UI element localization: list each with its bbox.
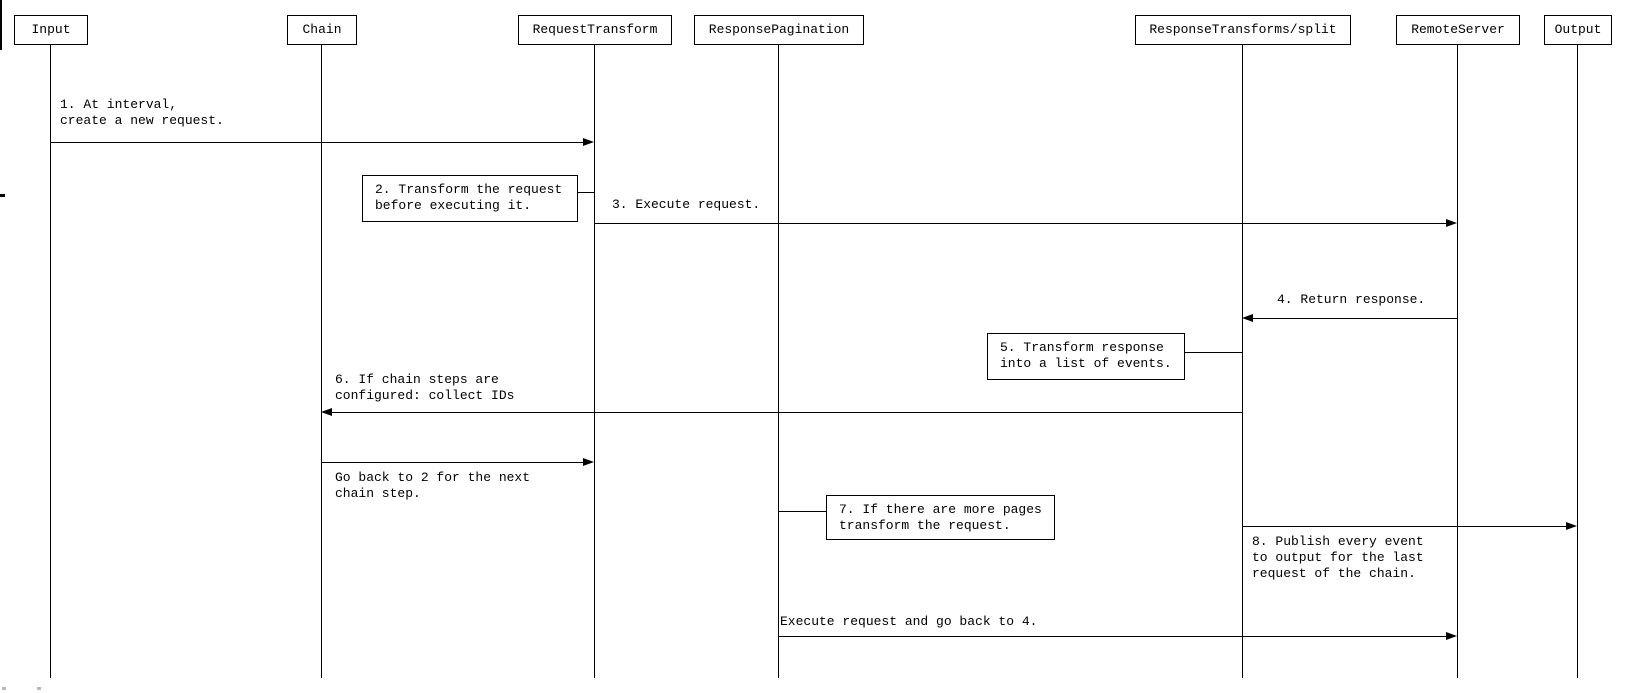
message-3-arrowhead-icon — [1446, 219, 1457, 227]
message-4-line-1: 4. Return response. — [1277, 292, 1426, 307]
bottom-left-artifact — [2, 687, 6, 690]
lifeline-line-input — [50, 45, 51, 678]
message-8-label: 8. Publish every event to output for the… — [1252, 534, 1424, 582]
message-8-line-2: to output for the last — [1252, 550, 1424, 565]
note-5: 5. Transform response into a list of eve… — [987, 333, 1185, 380]
lifeline-line-response-transforms-split — [1242, 45, 1243, 678]
message-7-line-2: chain step. — [335, 486, 421, 501]
message-1-line-1: 1. At interval, — [60, 97, 178, 112]
lifeline-line-remote-server — [1457, 45, 1458, 678]
bottom-left-artifact — [37, 687, 41, 690]
message-6-arrow — [332, 412, 1242, 413]
note-7: 7. If there are more pages transform the… — [826, 495, 1055, 540]
message-9-line-1: Execute request and go back to 4. — [780, 614, 1038, 629]
message-7-arrowhead-icon — [583, 458, 594, 466]
message-8-arrow — [1242, 526, 1566, 527]
lifeline-line-request-transform — [594, 45, 595, 678]
note-7-connector — [778, 511, 826, 512]
lifeline-header-remote-server: RemoteServer — [1396, 15, 1520, 45]
lifeline-header-response-pagination: ResponsePagination — [694, 15, 864, 45]
message-8-line-1: 8. Publish every event — [1252, 534, 1424, 549]
lifeline-header-response-transforms-split: ResponseTransforms/split — [1135, 15, 1351, 45]
message-6-line-1: 6. If chain steps are — [335, 372, 499, 387]
note-2: 2. Transform the request before executin… — [362, 175, 578, 222]
message-7-line-1: Go back to 2 for the next — [335, 470, 531, 485]
message-3-line-1: 3. Execute request. — [612, 197, 761, 212]
lifeline-header-output: Output — [1544, 15, 1612, 45]
message-4-arrow — [1253, 318, 1457, 319]
message-7-label: Go back to 2 for the next chain step. — [335, 470, 530, 502]
note-5-connector — [1184, 352, 1242, 353]
note-5-line-2: into a list of events. — [1000, 356, 1172, 371]
message-8-line-3: request of the chain. — [1252, 566, 1416, 581]
message-6-line-2: configured: collect IDs — [335, 388, 515, 403]
lifeline-header-input: Input — [14, 15, 88, 45]
lifeline-line-output — [1577, 45, 1578, 678]
message-4-label: 4. Return response. — [1277, 292, 1425, 308]
message-1-line-2: create a new request. — [60, 113, 224, 128]
message-9-arrowhead-icon — [1446, 632, 1457, 640]
left-edge-line-artifact — [0, 0, 2, 50]
message-1-arrow — [50, 142, 583, 143]
message-9-arrow — [778, 636, 1446, 637]
note-2-connector — [578, 192, 595, 193]
lifeline-line-chain — [321, 45, 322, 678]
note-5-line-1: 5. Transform response — [1000, 340, 1164, 355]
message-3-arrow — [594, 223, 1446, 224]
message-4-arrowhead-icon — [1242, 314, 1253, 322]
message-1-label: 1. At interval, create a new request. — [60, 97, 224, 129]
message-6-label: 6. If chain steps are configured: collec… — [335, 372, 514, 404]
note-2-line-2: before executing it. — [375, 198, 532, 213]
lifeline-line-response-pagination — [778, 45, 779, 678]
message-6-arrowhead-icon — [321, 408, 332, 416]
message-3-label: 3. Execute request. — [612, 197, 760, 213]
message-7-arrow — [321, 462, 583, 463]
note-7-line-2: transform the request. — [839, 518, 1011, 533]
message-9-label: Execute request and go back to 4. — [780, 614, 1037, 630]
lifeline-header-request-transform: RequestTransform — [518, 15, 672, 45]
note-7-line-1: 7. If there are more pages — [839, 502, 1042, 517]
left-edge-tick-artifact — [0, 194, 5, 197]
message-1-arrowhead-icon — [583, 138, 594, 146]
message-8-arrowhead-icon — [1566, 522, 1577, 530]
note-2-line-1: 2. Transform the request — [375, 182, 563, 197]
lifeline-header-chain: Chain — [287, 15, 357, 45]
